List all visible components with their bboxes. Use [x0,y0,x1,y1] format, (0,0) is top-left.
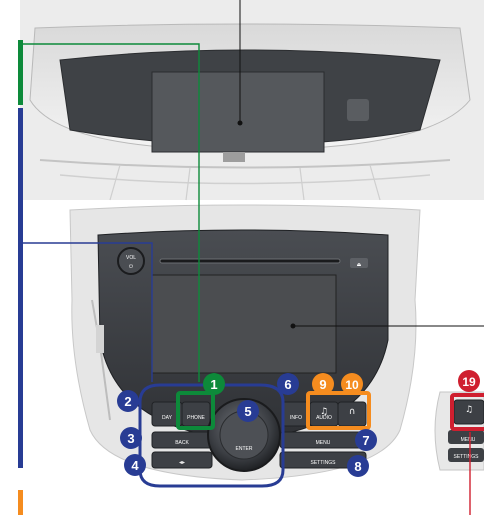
orange-highlight-frame [306,391,371,430]
volume-label: VOL [126,255,136,261]
leader-green [23,43,200,382]
callout-9 [312,373,334,395]
leader-blue [23,242,153,382]
cd-slot [159,258,341,264]
menu-label: MENU [316,440,331,446]
upper-display [151,71,325,153]
callout-5-number: 5 [244,404,251,419]
enter-label: ENTER [236,446,253,452]
callout-8 [347,455,369,477]
orange-group-bar [18,490,23,515]
callout-1-number: 1 [210,377,217,392]
callout-19 [458,370,480,392]
back-label: BACK [175,440,189,446]
callout-3-number: 3 [127,431,134,446]
navigation-screen [151,274,337,374]
music-note-icon: ♫ [320,407,328,417]
settings-label: SETTINGS [310,460,336,466]
power-icon: ⏻ [129,264,133,270]
callout-3 [120,427,142,449]
blue-group-bar [18,108,23,468]
callout-10 [341,373,363,395]
leader-nav-screen [293,325,484,327]
callout-4 [124,454,146,476]
callout-1 [203,373,225,395]
eject-button[interactable] [350,258,368,268]
callout-7-number: 7 [362,433,369,448]
inset-music-note-icon: ♫ [465,405,473,415]
callout-6 [277,373,299,395]
inset-menu-button[interactable] [448,430,484,444]
callout-4-number: 4 [131,458,139,473]
callout-2 [117,390,139,412]
callout-19-number: 19 [462,375,476,389]
red-highlight-frame [450,393,484,431]
upper-display-sensor [347,99,369,121]
inset-settings-label: SETTINGS [453,454,479,460]
inset-settings-button[interactable] [448,448,484,462]
callout-8-number: 8 [354,459,361,474]
inset-menu-label: MENU [461,437,476,443]
eject-icon: ⏏ [357,262,362,268]
info-label: INFO [290,415,302,421]
seek-button[interactable] [151,451,213,469]
phone-label: PHONE [187,415,205,421]
callout-6-number: 6 [284,377,291,392]
day-label: DAY [162,415,173,421]
info-button[interactable] [281,401,311,427]
phone-button[interactable] [181,401,211,427]
callout-7 [355,429,377,451]
green-highlight-frame [176,391,215,430]
callout-2-number: 2 [124,394,131,409]
audio-label: AUDIO [316,415,332,421]
callout-5 [237,400,259,422]
seek-label: ◂▸ [179,460,185,466]
green-group-bar [18,40,23,105]
callout-10-number: 10 [345,378,359,392]
volume-knob[interactable] [117,247,145,275]
blue-highlight-frame [138,383,285,488]
callout-9-number: 9 [319,377,326,392]
headphones-icon: ∩ [349,407,356,417]
